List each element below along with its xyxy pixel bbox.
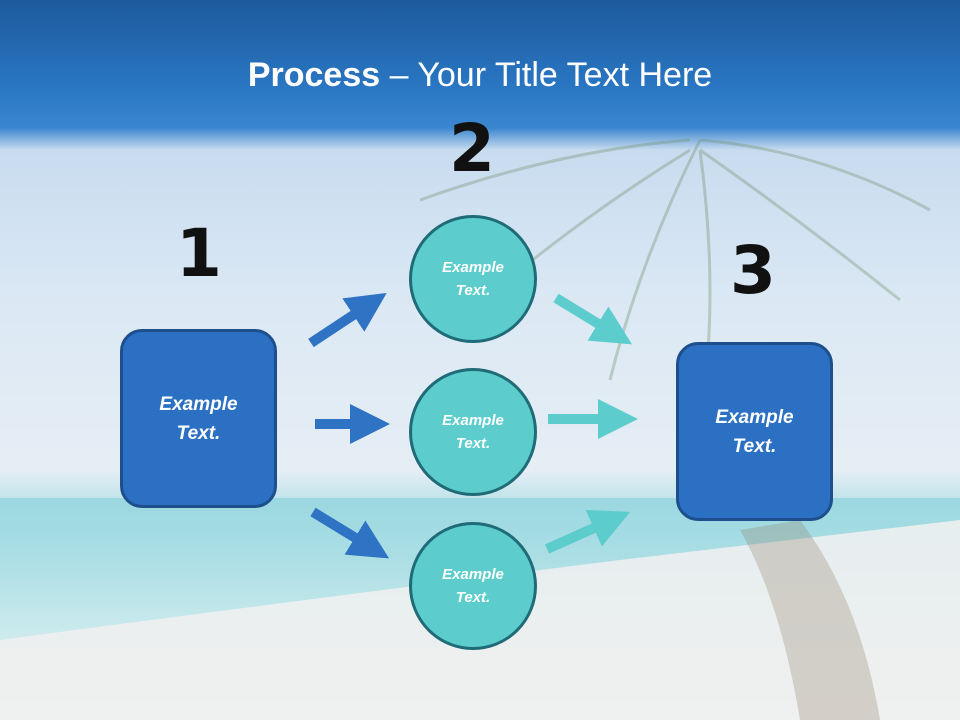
arrow-2a-to-3 [553,293,633,345]
step-2-number: 2 [449,110,495,187]
arrow-1-to-2a [308,292,387,348]
step-2-circle-middle-label: Example Text. [442,412,504,452]
step-2-circle-bottom-label: Example Text. [442,566,504,606]
step-2-circle-top: Example Text. [409,215,537,343]
step-3-box: Example Text. [676,342,833,521]
arrow-2c-to-3 [544,509,631,554]
step-2-circle-middle: Example Text. [409,368,537,496]
title-bold: Process [247,56,381,94]
step-1-box: Example Text. [120,329,277,508]
step-2-circle-top-label: Example Text. [442,259,504,299]
title-dash: – [380,56,418,94]
step-3-number: 3 [730,232,776,309]
step-1-number: 1 [176,215,222,292]
title-rest: Your Title Text Here [417,56,713,94]
step-1-label: Example Text. [159,393,238,444]
arrow-1-to-2c [310,507,390,559]
step-2-circle-bottom: Example Text. [409,522,537,650]
step-3-label: Example Text. [715,406,794,457]
slide-title: Process – Your Title Text Here [0,52,960,98]
